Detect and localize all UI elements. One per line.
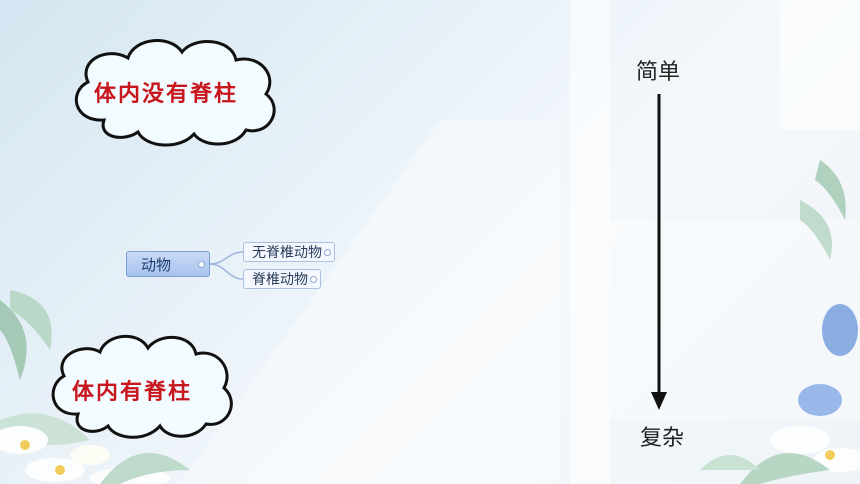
cloud-no-backbone: 体内没有脊柱 (64, 32, 286, 152)
mindmap-node-label: 无脊椎动物 (252, 245, 322, 261)
collapse-dot-icon[interactable] (310, 276, 317, 283)
cloud-with-backbone: 体内有脊柱 (42, 328, 238, 444)
mindmap-node-vertebrates[interactable]: 脊椎动物 (243, 269, 321, 289)
mindmap-root-label: 动物 (141, 255, 172, 274)
cloud-shape (51, 334, 233, 439)
collapse-dot-icon[interactable] (198, 261, 205, 268)
mindmap-root-node[interactable]: 动物 (126, 251, 210, 277)
collapse-dot-icon[interactable] (324, 249, 331, 256)
mindmap-node-invertebrates[interactable]: 无脊椎动物 (243, 242, 335, 262)
axis-bottom-label: 复杂 (640, 426, 685, 451)
cloud-shape (74, 39, 276, 147)
axis-top-label: 简单 (636, 60, 681, 85)
cloud-with-backbone-text: 体内有脊柱 (72, 379, 193, 405)
mindmap-node-label: 脊椎动物 (252, 272, 308, 288)
cloud-no-backbone-text: 体内没有脊柱 (94, 81, 239, 107)
